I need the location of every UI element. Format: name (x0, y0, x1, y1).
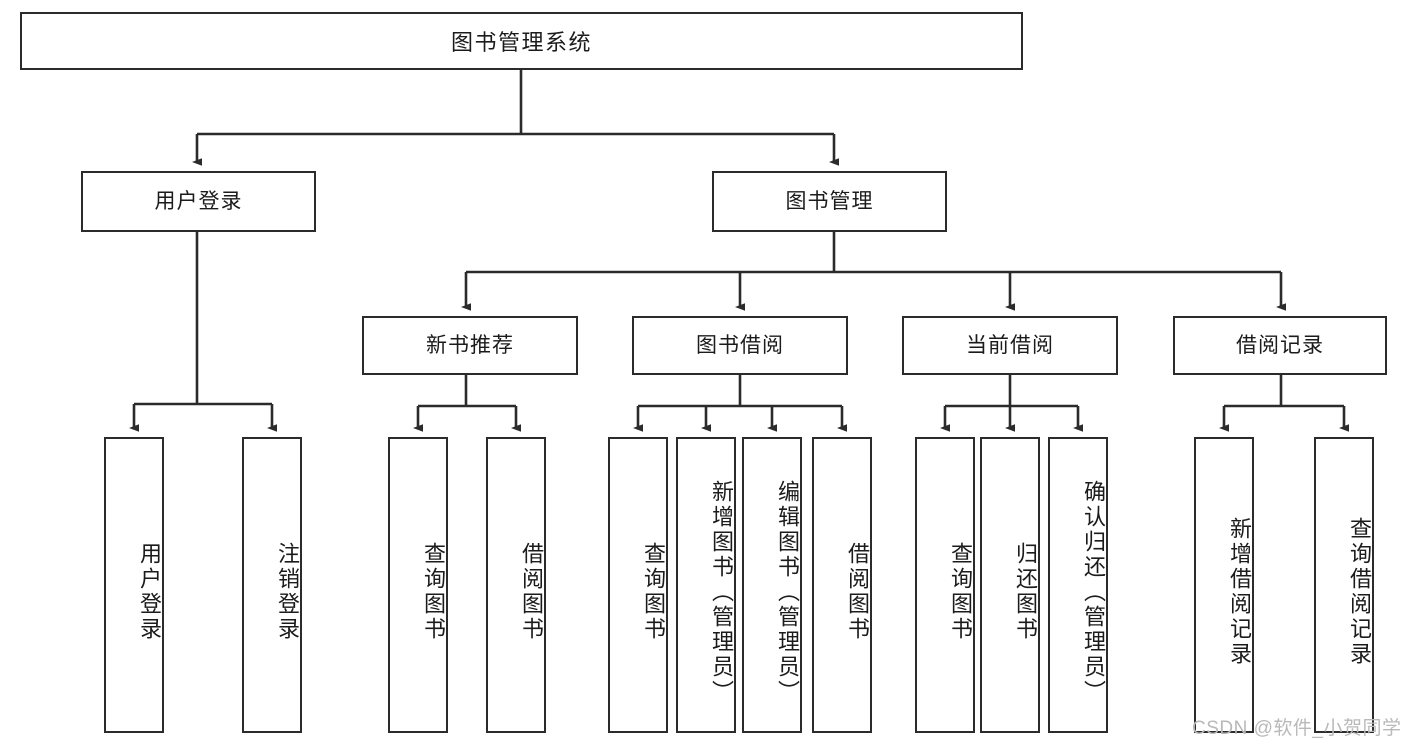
node-label: 查询图书 (421, 542, 446, 642)
node-current-borrow[interactable]: 当前借阅 (902, 316, 1118, 375)
leaf-newbook-borrow-book[interactable]: 借阅图书 (486, 437, 546, 733)
node-user-login[interactable]: 用户登录 (81, 171, 316, 232)
leaf-current-return-book[interactable]: 归还图书 (980, 437, 1040, 733)
node-borrow-records[interactable]: 借阅记录 (1173, 316, 1387, 375)
node-book-management[interactable]: 图书管理 (712, 171, 947, 232)
node-new-book-recommend[interactable]: 新书推荐 (362, 316, 578, 375)
node-root-system[interactable]: 图书管理系统 (20, 12, 1023, 70)
node-book-borrow[interactable]: 图书借阅 (632, 316, 848, 375)
node-label: 注销登录 (275, 542, 300, 642)
leaf-newbook-query-book[interactable]: 查询图书 (388, 437, 448, 733)
leaf-logout[interactable]: 注销登录 (242, 437, 302, 733)
node-label: 确认归还（管理员） (1081, 479, 1106, 705)
node-label: 用户登录 (137, 542, 162, 642)
node-label: 编辑图书（管理员） (775, 479, 800, 705)
leaf-current-confirm-return-admin[interactable]: 确认归还（管理员） (1048, 437, 1108, 733)
node-label: 借阅图书 (845, 542, 870, 642)
csdn-watermark: CSDN @软件_小贺同学 (1192, 718, 1402, 739)
node-label: 图书管理系统 (450, 30, 592, 55)
node-label: 借阅图书 (519, 542, 544, 642)
leaf-current-query-book[interactable]: 查询图书 (915, 437, 975, 733)
leaf-borrow-query-book[interactable]: 查询图书 (608, 437, 668, 733)
leaf-borrow-borrow-book[interactable]: 借阅图书 (812, 437, 872, 733)
node-label: 新增图书（管理员） (709, 479, 734, 705)
leaf-records-add-record[interactable]: 新增借阅记录 (1194, 437, 1254, 733)
leaf-borrow-edit-book-admin[interactable]: 编辑图书（管理员） (742, 437, 802, 733)
node-label: 图书借阅 (696, 333, 784, 357)
node-label: 查询图书 (641, 542, 666, 642)
leaf-borrow-add-book-admin[interactable]: 新增图书（管理员） (676, 437, 736, 733)
node-label: 新书推荐 (426, 333, 514, 357)
leaf-user-login[interactable]: 用户登录 (104, 437, 164, 733)
node-label: 图书管理 (785, 189, 874, 213)
node-label: 查询借阅记录 (1347, 517, 1372, 667)
leaf-records-query-record[interactable]: 查询借阅记录 (1314, 437, 1374, 733)
node-label: 查询图书 (948, 542, 973, 642)
node-label: 归还图书 (1013, 542, 1038, 642)
node-label: 用户登录 (154, 189, 243, 213)
node-label: 新增借阅记录 (1227, 517, 1252, 667)
node-label: 借阅记录 (1236, 333, 1324, 357)
node-label: 当前借阅 (966, 333, 1054, 357)
